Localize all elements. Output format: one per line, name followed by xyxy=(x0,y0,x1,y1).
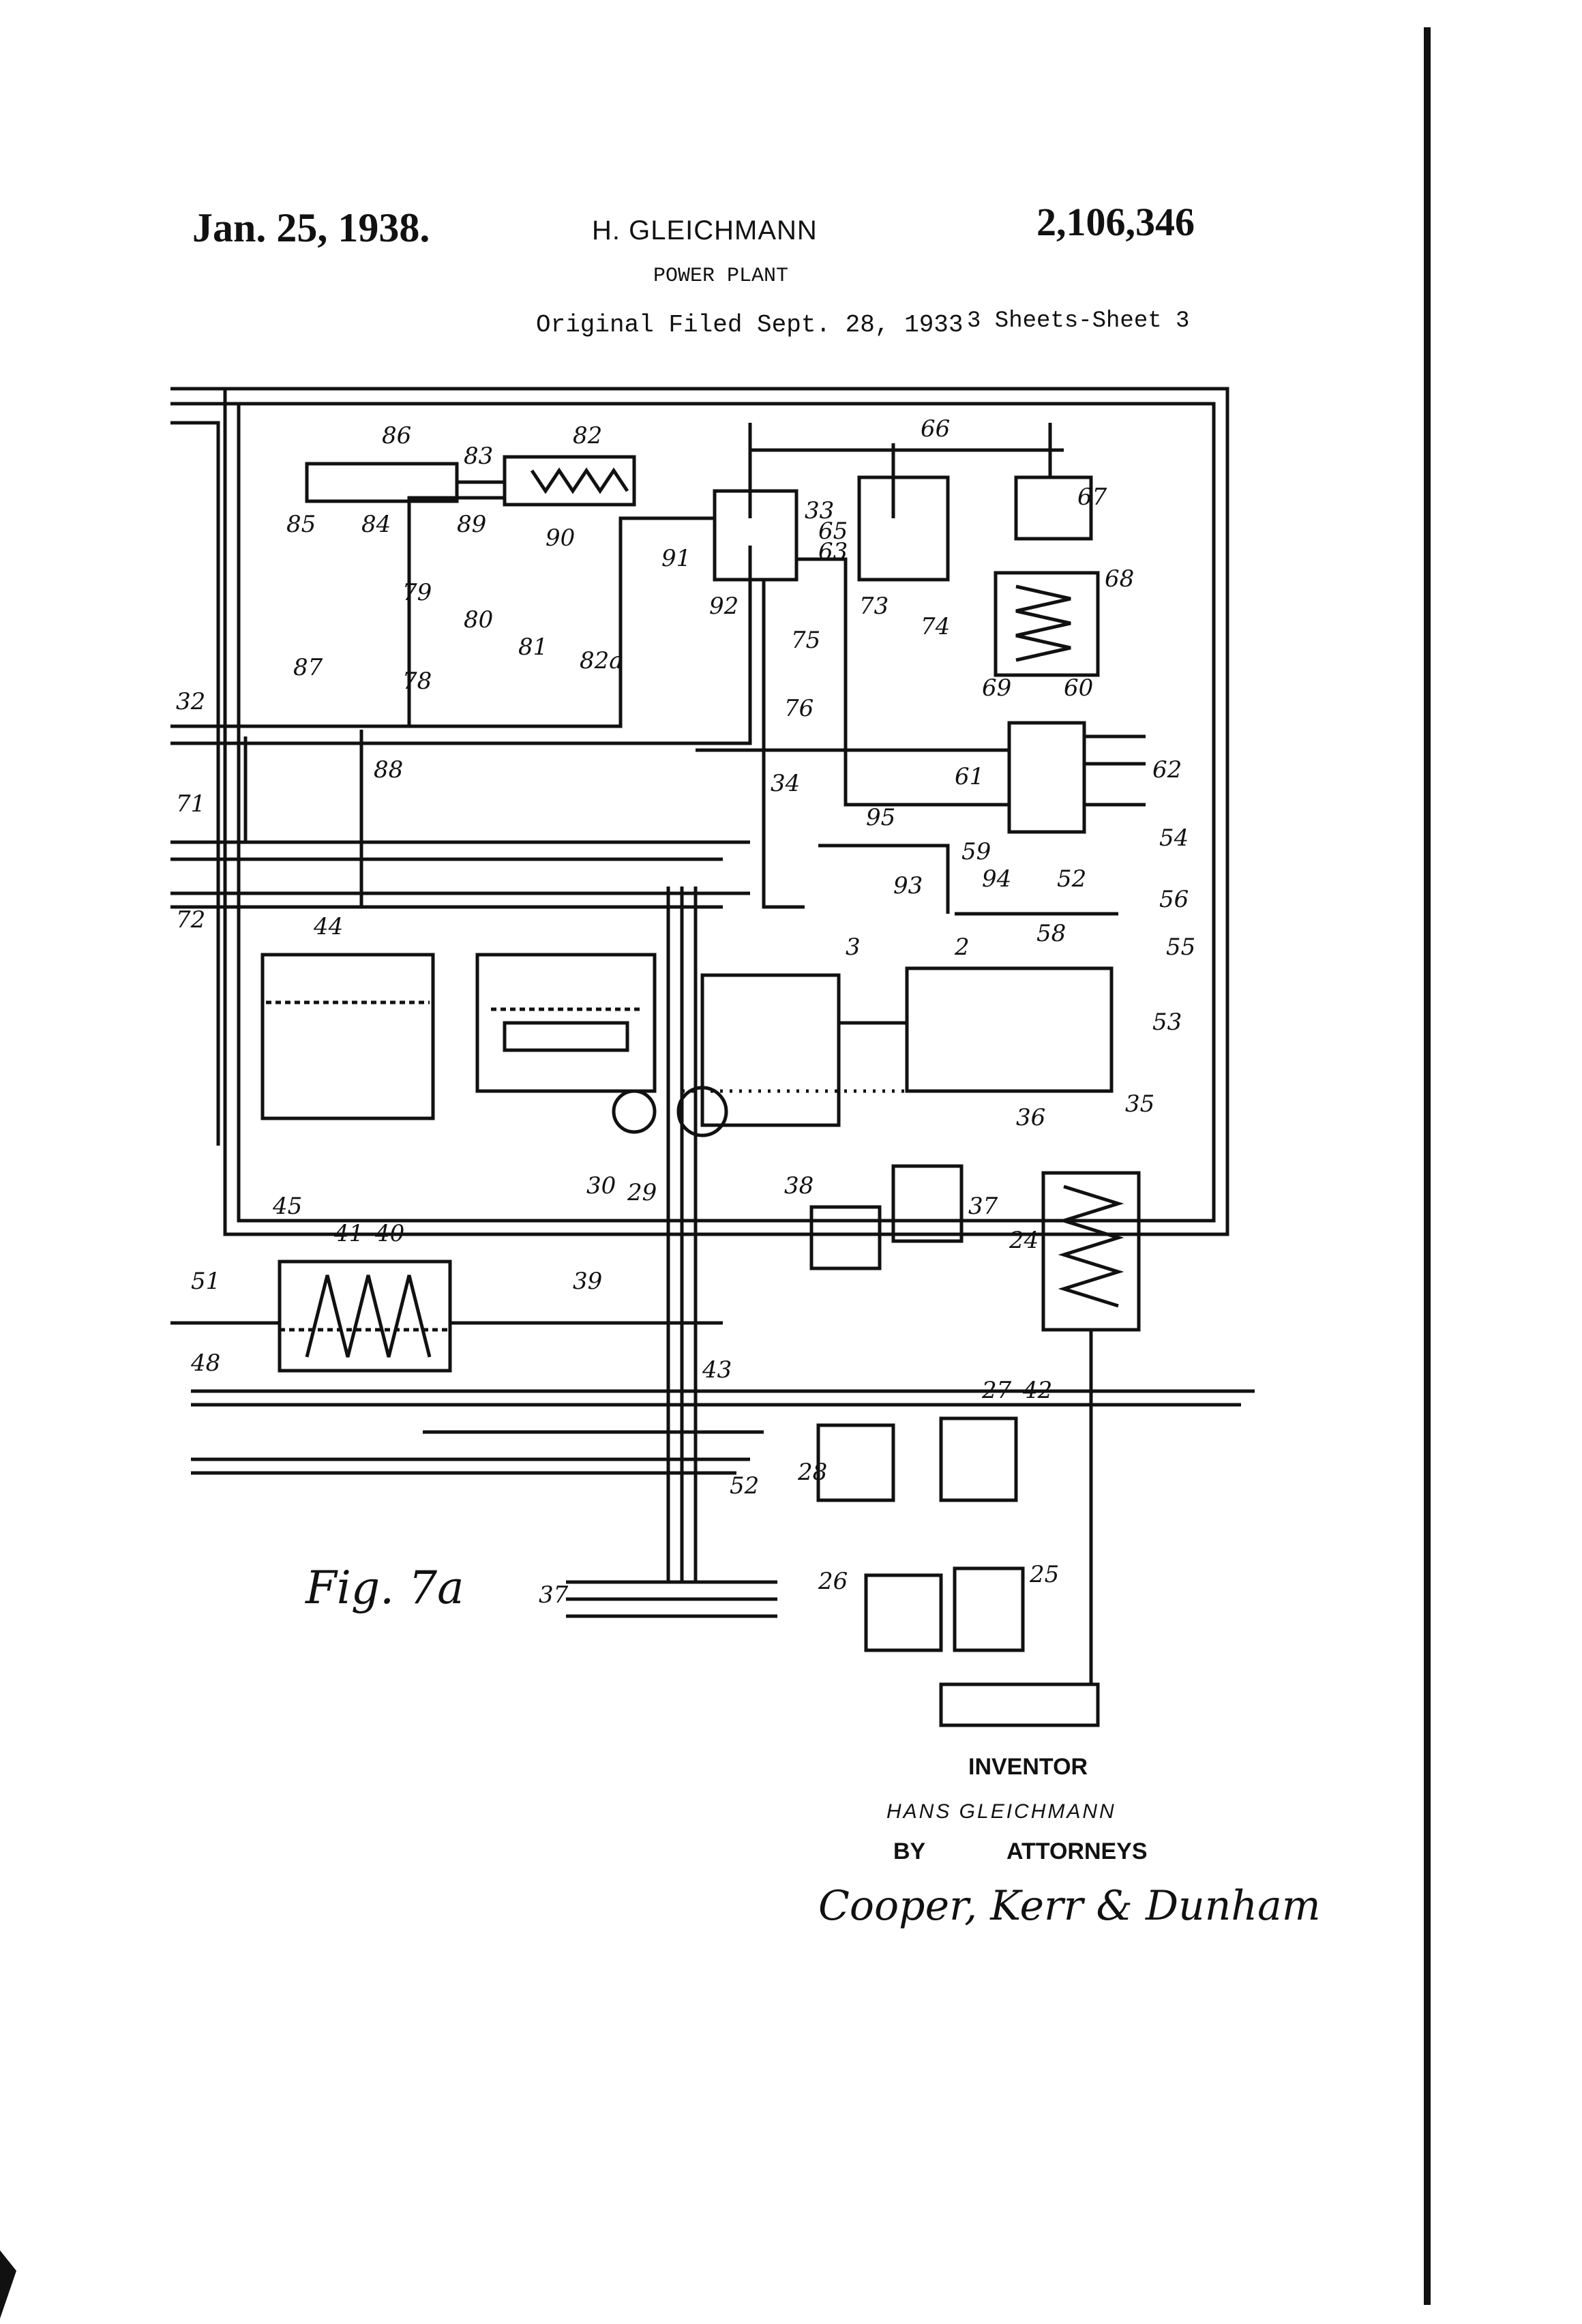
valve-box-60 xyxy=(1009,723,1084,832)
tank-44 xyxy=(263,955,433,1118)
svg-text:32: 32 xyxy=(176,688,205,715)
svg-text:59: 59 xyxy=(961,838,991,865)
svg-text:54: 54 xyxy=(1159,824,1189,852)
vessel-37 xyxy=(893,1166,961,1241)
motor-26 xyxy=(866,1575,941,1650)
svg-text:89: 89 xyxy=(457,511,486,538)
svg-text:66: 66 xyxy=(921,415,950,443)
svg-text:72: 72 xyxy=(176,906,205,934)
svg-text:87: 87 xyxy=(293,654,323,681)
by-label: BY xyxy=(893,1838,925,1865)
frame-pipe-inner xyxy=(170,404,1214,1221)
spring-box-82 xyxy=(505,457,634,505)
svg-text:81: 81 xyxy=(518,634,548,661)
svg-text:67: 67 xyxy=(1077,483,1107,511)
heater-40 xyxy=(280,1262,450,1371)
svg-text:80: 80 xyxy=(464,606,493,634)
svg-text:27: 27 xyxy=(981,1377,1012,1404)
svg-text:29: 29 xyxy=(627,1179,657,1206)
svg-text:84: 84 xyxy=(361,511,391,538)
inventor-name: HANS GLEICHMANN xyxy=(886,1800,1116,1823)
svg-text:2: 2 xyxy=(954,934,970,961)
svg-text:78: 78 xyxy=(402,668,432,695)
spring-box-68 xyxy=(996,573,1098,675)
svg-text:62: 62 xyxy=(1152,756,1182,784)
attorneys-label: ATTORNEYS xyxy=(1006,1838,1148,1865)
svg-text:42: 42 xyxy=(1022,1377,1052,1404)
svg-text:43: 43 xyxy=(702,1356,732,1384)
svg-text:79: 79 xyxy=(402,579,432,606)
svg-text:35: 35 xyxy=(1125,1090,1154,1118)
svg-text:55: 55 xyxy=(1166,934,1195,961)
svg-text:37: 37 xyxy=(539,1581,569,1609)
svg-text:40: 40 xyxy=(374,1220,404,1247)
attorney-signature: Cooper, Kerr & Dunham xyxy=(818,1882,1321,1930)
generator-2 xyxy=(907,968,1111,1091)
sump-tank xyxy=(941,1684,1098,1725)
svg-text:26: 26 xyxy=(818,1568,848,1595)
svg-text:74: 74 xyxy=(921,613,950,640)
svg-text:45: 45 xyxy=(272,1193,302,1220)
svg-text:61: 61 xyxy=(955,763,984,790)
svg-text:92: 92 xyxy=(709,593,738,620)
svg-text:28: 28 xyxy=(797,1459,827,1486)
svg-text:94: 94 xyxy=(982,865,1011,893)
vessel-33 xyxy=(715,491,796,580)
figure-label: Fig. 7a xyxy=(305,1562,464,1614)
svg-text:25: 25 xyxy=(1029,1561,1059,1588)
svg-text:53: 53 xyxy=(1152,1009,1182,1036)
svg-text:56: 56 xyxy=(1159,886,1189,913)
svg-text:71: 71 xyxy=(176,790,205,818)
svg-text:51: 51 xyxy=(191,1268,220,1295)
motor-28 xyxy=(818,1425,893,1500)
svg-text:88: 88 xyxy=(374,756,403,784)
servo-cylinder-85 xyxy=(307,464,457,501)
svg-text:48: 48 xyxy=(190,1350,220,1377)
svg-text:39: 39 xyxy=(573,1268,602,1295)
bus-lines-37 xyxy=(566,1582,777,1616)
frame-pipe-outer xyxy=(170,389,1227,1234)
svg-text:69: 69 xyxy=(982,674,1011,702)
pump-27 xyxy=(941,1418,1016,1500)
svg-text:58: 58 xyxy=(1036,920,1066,947)
svg-text:85: 85 xyxy=(286,511,316,538)
svg-text:36: 36 xyxy=(1016,1104,1045,1131)
pump-30 xyxy=(614,1091,655,1132)
svg-text:38: 38 xyxy=(784,1172,814,1200)
svg-text:52: 52 xyxy=(730,1472,759,1500)
svg-text:91: 91 xyxy=(661,545,691,572)
svg-text:30: 30 xyxy=(586,1172,616,1200)
svg-text:82a: 82a xyxy=(580,647,623,674)
svg-text:52: 52 xyxy=(1057,865,1086,893)
cylinder-65 xyxy=(859,477,948,580)
svg-text:75: 75 xyxy=(791,627,820,654)
svg-text:37: 37 xyxy=(968,1193,998,1220)
svg-text:86: 86 xyxy=(382,422,411,449)
svg-text:82: 82 xyxy=(573,422,602,449)
svg-text:60: 60 xyxy=(1064,674,1093,702)
svg-text:41: 41 xyxy=(333,1220,363,1247)
inventor-heading: INVENTOR xyxy=(968,1754,1088,1781)
svg-text:44: 44 xyxy=(313,913,343,940)
svg-text:73: 73 xyxy=(859,593,889,620)
svg-text:63: 63 xyxy=(818,538,848,565)
svg-text:3: 3 xyxy=(846,934,861,961)
svg-text:76: 76 xyxy=(784,695,814,722)
svg-text:34: 34 xyxy=(771,770,800,797)
pump-25 xyxy=(955,1568,1023,1650)
svg-text:93: 93 xyxy=(893,872,923,899)
svg-text:68: 68 xyxy=(1105,565,1134,593)
valve-38 xyxy=(811,1207,880,1268)
svg-text:24: 24 xyxy=(1009,1227,1039,1254)
svg-text:83: 83 xyxy=(464,443,493,470)
svg-text:95: 95 xyxy=(866,804,895,831)
svg-text:90: 90 xyxy=(546,524,575,552)
